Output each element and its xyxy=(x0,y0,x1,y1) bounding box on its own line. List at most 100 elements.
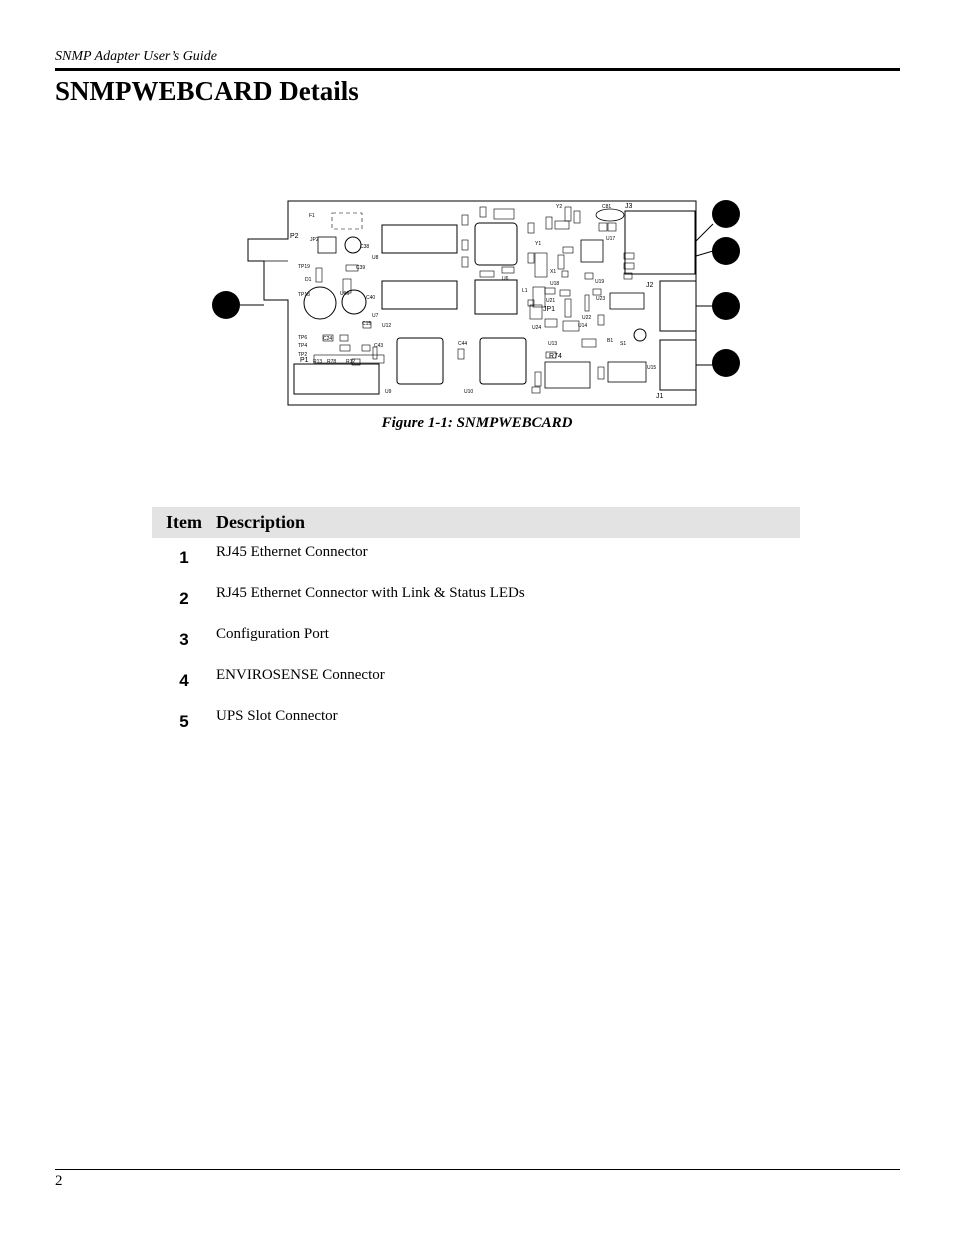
svg-text:U9: U9 xyxy=(385,389,392,395)
ic-square-2 xyxy=(474,279,518,315)
item-number: 2 xyxy=(179,589,189,608)
header-description: Description xyxy=(216,507,800,538)
svg-text:C43: C43 xyxy=(374,343,383,349)
svg-text:X1: X1 xyxy=(550,269,556,275)
svg-text:U12: U12 xyxy=(382,323,391,329)
svg-text:U19: U19 xyxy=(595,279,604,285)
svg-text:Y1: Y1 xyxy=(535,241,541,247)
svg-text:R74: R74 xyxy=(549,353,562,360)
svg-text:J1: J1 xyxy=(656,393,664,400)
svg-text:U22: U22 xyxy=(582,315,591,321)
large-capacitor-1 xyxy=(303,286,337,320)
svg-text:C38: C38 xyxy=(360,244,369,250)
j3-connector xyxy=(624,210,696,275)
s1-switch xyxy=(633,328,647,342)
page-title: SNMPWEBCARD Details xyxy=(55,76,359,106)
svg-text:U21: U21 xyxy=(546,298,555,304)
board-outline xyxy=(247,200,697,406)
svg-text:U24: U24 xyxy=(532,325,541,331)
callout-3 xyxy=(712,237,740,265)
item-description: ENVIROSENSE Connector xyxy=(216,667,385,683)
item-description: RJ45 Ethernet Connector xyxy=(216,544,368,560)
u17-chip xyxy=(580,239,604,263)
callout-4 xyxy=(712,200,740,228)
figure-caption: Figure 1-1: SNMPWEBCARD xyxy=(381,415,573,431)
running-header: SNMP Adapter User’s Guide xyxy=(55,49,217,64)
svg-text:U18: U18 xyxy=(550,281,559,287)
svg-text:U17: U17 xyxy=(606,236,615,242)
svg-text:U14: U14 xyxy=(578,323,587,329)
small-parts xyxy=(313,206,635,394)
svg-text:TP18: TP18 xyxy=(298,292,310,298)
table-row: 4 ENVIROSENSE Connector xyxy=(152,661,800,702)
svg-text:P2: P2 xyxy=(290,233,299,240)
f1-fuse xyxy=(331,212,363,230)
board-figure: P2 J3 J2 J1 P1 U8 U7 U16 U12 U9 U10 U6 U… xyxy=(210,195,755,410)
svg-text:U13: U13 xyxy=(548,341,557,347)
table-row: 2 RJ45 Ethernet Connector with Link & St… xyxy=(152,579,800,620)
jp2-header xyxy=(317,236,337,254)
table-row: 1 RJ45 Ethernet Connector xyxy=(152,538,800,579)
svg-text:C39: C39 xyxy=(356,265,365,271)
svg-text:TP6: TP6 xyxy=(298,335,307,341)
svg-text:R12: R12 xyxy=(346,359,355,365)
svg-text:JP1: JP1 xyxy=(543,306,555,313)
svg-text:Y2: Y2 xyxy=(556,204,562,210)
u10-chip xyxy=(479,337,527,385)
item-number: 1 xyxy=(179,548,189,567)
callout-5 xyxy=(212,291,240,319)
callout-2 xyxy=(712,292,740,320)
svg-text:S1: S1 xyxy=(620,341,626,347)
callout-1 xyxy=(712,349,740,377)
svg-text:U8: U8 xyxy=(372,255,379,261)
board-labels: P2 J3 J2 J1 P1 U8 U7 U16 U12 U9 U10 U6 U… xyxy=(290,203,664,400)
svg-text:U23: U23 xyxy=(596,296,605,302)
header-rule xyxy=(55,68,900,71)
c40-capacitor xyxy=(341,289,367,315)
u7-chip xyxy=(381,280,458,310)
u15-block xyxy=(607,361,647,383)
j2-connector xyxy=(659,280,697,332)
svg-text:P1: P1 xyxy=(300,357,309,364)
r74-block xyxy=(544,361,591,389)
svg-text:B1: B1 xyxy=(607,338,613,344)
c38-capacitor xyxy=(344,236,362,254)
svg-text:TP4: TP4 xyxy=(298,343,307,349)
table-header-row: Item Description xyxy=(152,507,800,538)
svg-text:C40: C40 xyxy=(366,295,375,301)
svg-text:L1: L1 xyxy=(522,288,528,294)
j1-connector xyxy=(659,339,697,391)
svg-text:J3: J3 xyxy=(625,203,633,210)
callouts xyxy=(212,200,740,377)
snmpwebcard-drawing: P2 J3 J2 J1 P1 U8 U7 U16 U12 U9 U10 U6 U… xyxy=(212,200,740,406)
svg-text:U7: U7 xyxy=(372,313,379,319)
u8-chip xyxy=(381,224,458,254)
svg-text:C44: C44 xyxy=(458,341,467,347)
svg-text:F1: F1 xyxy=(309,213,315,219)
ic-square-1 xyxy=(474,222,518,266)
p1-connector xyxy=(293,363,380,395)
page-number: 2 xyxy=(55,1173,63,1189)
svg-text:U6: U6 xyxy=(502,276,509,282)
svg-text:TP2: TP2 xyxy=(298,352,307,358)
svg-text:C15: C15 xyxy=(362,321,371,327)
table-row: 3 Configuration Port xyxy=(152,620,800,661)
u9-chip xyxy=(396,337,444,385)
svg-text:C81: C81 xyxy=(602,204,611,210)
footer-rule xyxy=(55,1169,900,1170)
u23-block xyxy=(609,292,645,310)
header-item: Item xyxy=(152,507,216,538)
item-number: 4 xyxy=(179,671,189,690)
svg-text:U16: U16 xyxy=(340,291,349,297)
item-number: 5 xyxy=(179,712,189,731)
table-row: 5 UPS Slot Connector xyxy=(152,702,800,743)
svg-text:JP2: JP2 xyxy=(310,237,319,243)
svg-text:J2: J2 xyxy=(646,282,654,289)
c81-crystal xyxy=(595,208,625,222)
svg-text:U15: U15 xyxy=(647,365,656,371)
svg-text:R78: R78 xyxy=(327,359,336,365)
item-description: UPS Slot Connector xyxy=(216,708,338,724)
svg-text:TP19: TP19 xyxy=(298,264,310,270)
item-description: RJ45 Ethernet Connector with Link & Stat… xyxy=(216,585,525,601)
svg-text:D1: D1 xyxy=(305,277,312,283)
